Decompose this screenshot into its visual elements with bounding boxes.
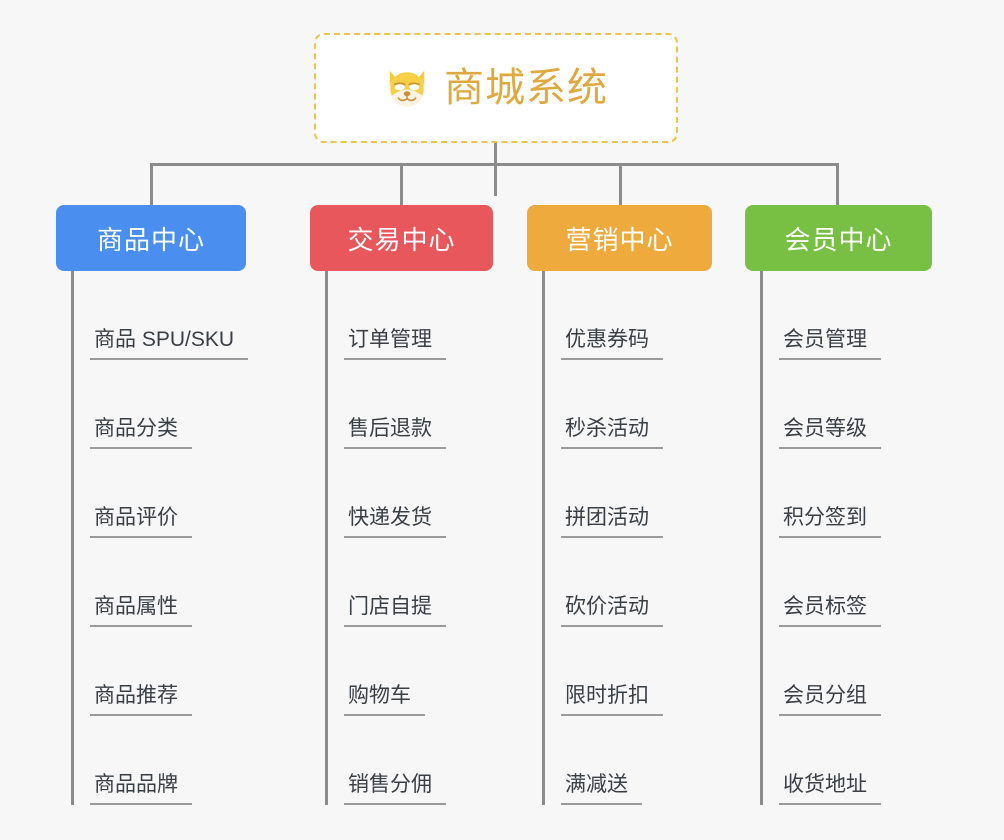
category-label: 商品中心 bbox=[96, 224, 205, 255]
root-title: 商城系统 bbox=[444, 66, 608, 110]
category-header-marketing-center[interactable]: 营销中心 bbox=[527, 205, 712, 271]
list-item[interactable]: 积分签到 bbox=[745, 449, 932, 538]
leaf-list-member-center: 会员管理 会员等级 积分签到 会员标签 会员分组 收货地址 bbox=[745, 271, 932, 805]
connector-horizontal-bus bbox=[150, 163, 839, 166]
column-marketing-center: 营销中心 优惠券码 秒杀活动 拼团活动 砍价活动 限时折扣 满减送 bbox=[527, 205, 712, 805]
list-item-label: 秒杀活动 bbox=[565, 416, 649, 440]
list-item-label: 积分签到 bbox=[783, 505, 867, 529]
connector-drop-member-center bbox=[836, 163, 839, 206]
list-item-label: 订单管理 bbox=[348, 327, 432, 351]
category-header-member-center[interactable]: 会员中心 bbox=[745, 205, 932, 271]
list-item[interactable]: 商品 SPU/SKU bbox=[56, 271, 249, 360]
connector-drop-product-center bbox=[150, 163, 153, 206]
list-item[interactable]: 购物车 bbox=[310, 627, 493, 716]
list-item[interactable]: 砍价活动 bbox=[527, 538, 712, 627]
list-item-label: 会员分组 bbox=[783, 683, 867, 707]
list-item-label: 会员管理 bbox=[783, 327, 867, 351]
list-item[interactable]: 限时折扣 bbox=[527, 627, 712, 716]
list-item[interactable]: 满减送 bbox=[527, 716, 712, 805]
list-item[interactable]: 商品推荐 bbox=[56, 627, 246, 716]
list-item-label: 满减送 bbox=[565, 772, 628, 796]
list-item[interactable]: 会员分组 bbox=[745, 627, 932, 716]
list-item[interactable]: 快递发货 bbox=[310, 449, 493, 538]
connector-drop-marketing-center bbox=[619, 163, 622, 206]
leaf-list-product-center: 商品 SPU/SKU 商品分类 商品评价 商品属性 商品推荐 商品品牌 bbox=[56, 271, 249, 805]
shiba-dog-face-icon bbox=[389, 70, 425, 107]
list-item-label: 砍价活动 bbox=[565, 594, 649, 618]
list-item[interactable]: 商品品牌 bbox=[56, 716, 246, 805]
list-item[interactable]: 订单管理 bbox=[310, 271, 493, 360]
list-item-label: 商品品牌 bbox=[94, 772, 178, 796]
connector-trunk-marketing-center bbox=[542, 271, 545, 805]
list-item[interactable]: 会员标签 bbox=[745, 538, 932, 627]
list-item-label: 门店自提 bbox=[348, 594, 432, 618]
list-item[interactable]: 门店自提 bbox=[310, 538, 493, 627]
list-item[interactable]: 优惠券码 bbox=[527, 271, 712, 360]
connector-trunk-product-center bbox=[71, 271, 74, 805]
list-item-label: 售后退款 bbox=[348, 416, 432, 440]
list-item-label: 商品分类 bbox=[94, 416, 178, 440]
root-node-shop-system[interactable]: 商城系统 bbox=[314, 33, 678, 143]
leaf-list-marketing-center: 优惠券码 秒杀活动 拼团活动 砍价活动 限时折扣 满减送 bbox=[527, 271, 712, 805]
list-item[interactable]: 售后退款 bbox=[310, 360, 493, 449]
connector-trunk-trade-center bbox=[325, 271, 328, 805]
list-item-label: 限时折扣 bbox=[565, 683, 649, 707]
column-member-center: 会员中心 会员管理 会员等级 积分签到 会员标签 会员分组 收货地址 bbox=[745, 205, 932, 805]
list-item-label: 会员标签 bbox=[783, 594, 867, 618]
category-header-product-center[interactable]: 商品中心 bbox=[56, 205, 246, 271]
list-item[interactable]: 商品评价 bbox=[56, 449, 246, 538]
list-item[interactable]: 拼团活动 bbox=[527, 449, 712, 538]
list-item-label: 商品属性 bbox=[94, 594, 178, 618]
category-label: 交易中心 bbox=[347, 224, 456, 255]
category-label: 会员中心 bbox=[784, 224, 893, 255]
list-item[interactable]: 会员管理 bbox=[745, 271, 932, 360]
category-header-trade-center[interactable]: 交易中心 bbox=[310, 205, 493, 271]
list-item-label: 商品 SPU/SKU bbox=[94, 327, 235, 351]
connector-drop-trade-center bbox=[400, 163, 403, 206]
list-item-label: 商品推荐 bbox=[94, 683, 178, 707]
list-item[interactable]: 商品属性 bbox=[56, 538, 246, 627]
column-trade-center: 交易中心 订单管理 售后退款 快递发货 门店自提 购物车 销售分佣 bbox=[310, 205, 493, 805]
list-item[interactable]: 商品分类 bbox=[56, 360, 246, 449]
list-item-label: 购物车 bbox=[348, 683, 411, 707]
list-item[interactable]: 秒杀活动 bbox=[527, 360, 712, 449]
list-item[interactable]: 销售分佣 bbox=[310, 716, 493, 805]
list-item-label: 销售分佣 bbox=[348, 772, 432, 796]
list-item-label: 优惠券码 bbox=[565, 327, 649, 351]
column-product-center: 商品中心 商品 SPU/SKU 商品分类 商品评价 商品属性 商品推荐 商品品牌 bbox=[56, 205, 249, 805]
list-item-label: 拼团活动 bbox=[565, 505, 649, 529]
category-label: 营销中心 bbox=[565, 224, 674, 255]
list-item-label: 商品评价 bbox=[94, 505, 178, 529]
connector-trunk-member-center bbox=[760, 271, 763, 805]
list-item-label: 收货地址 bbox=[783, 772, 867, 796]
list-item[interactable]: 会员等级 bbox=[745, 360, 932, 449]
list-item[interactable]: 收货地址 bbox=[745, 716, 932, 805]
list-item-label: 会员等级 bbox=[783, 416, 867, 440]
list-item-label: 快递发货 bbox=[348, 505, 432, 529]
leaf-list-trade-center: 订单管理 售后退款 快递发货 门店自提 购物车 销售分佣 bbox=[310, 271, 493, 805]
connector-root-stem bbox=[494, 143, 497, 196]
